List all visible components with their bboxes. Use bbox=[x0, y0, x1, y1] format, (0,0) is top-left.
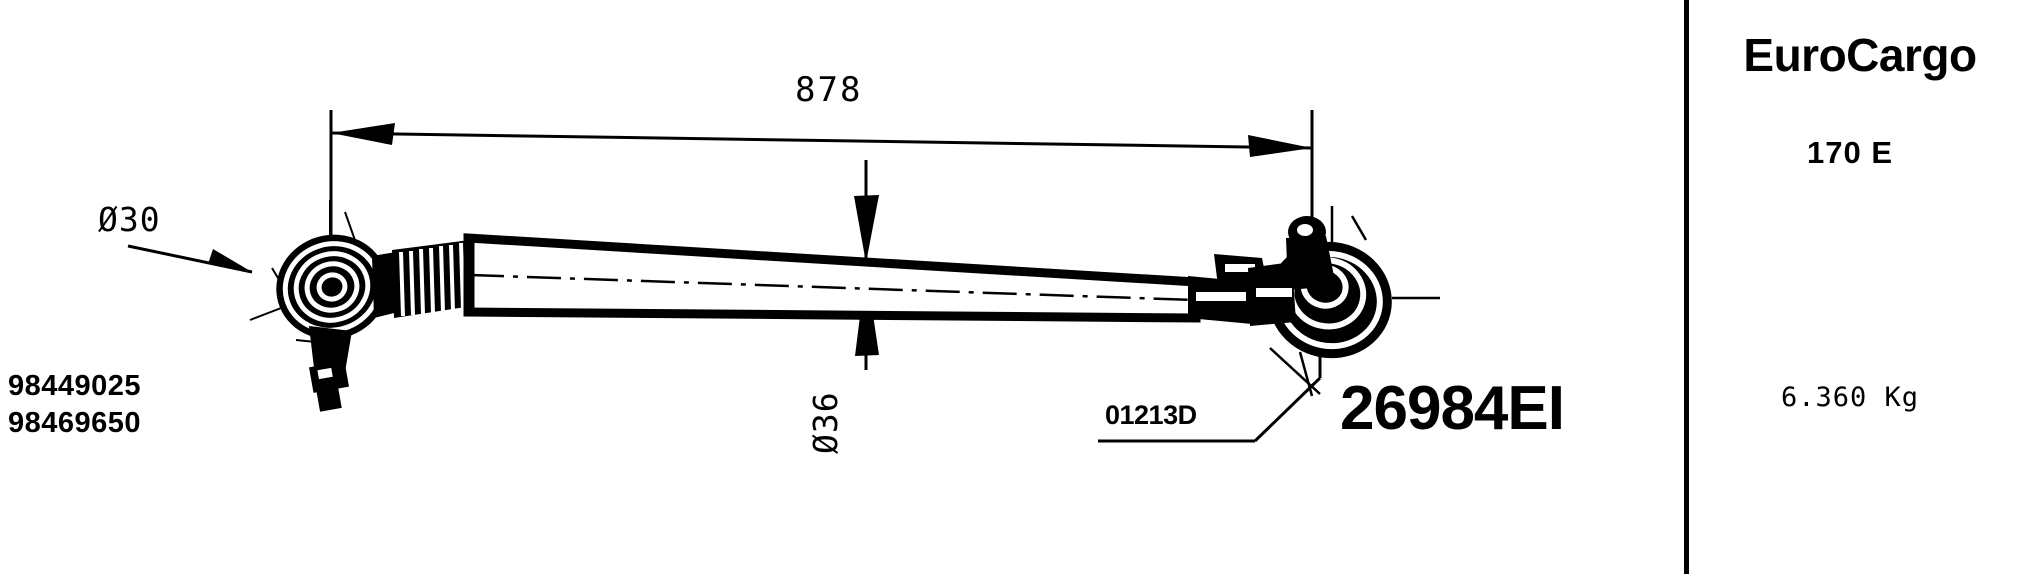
dimension-label-overall-length: 878 bbox=[795, 70, 863, 110]
dimension-label-stud-diameter: Ø30 bbox=[98, 200, 161, 239]
right-ball-joint bbox=[1248, 206, 1440, 397]
vehicle-model-variant: 170 E bbox=[1806, 135, 1893, 170]
tie-rod-assembly-drawing bbox=[127, 110, 1440, 443]
reference-code-label: 01213D bbox=[1105, 400, 1197, 430]
part-weight-value: 6.360 Kg bbox=[1780, 382, 1920, 413]
dimension-label-tube-diameter: Ø36 bbox=[806, 391, 845, 454]
tie-rod-tube bbox=[463, 233, 1201, 323]
dimension-overall-length bbox=[329, 110, 1314, 262]
leader-stud-diameter bbox=[127, 244, 253, 274]
drawing-code-label: 26984EI bbox=[1340, 374, 1565, 443]
vehicle-model-name: EuroCargo bbox=[1743, 29, 1977, 81]
panel-divider bbox=[1684, 0, 1689, 574]
part-number-list: 98449025 98469650 bbox=[8, 368, 141, 442]
left-ball-joint bbox=[276, 234, 398, 412]
rubber-boot-bellows bbox=[392, 240, 472, 318]
part-number-primary: 98449025 bbox=[8, 370, 142, 402]
part-number-secondary: 98469650 bbox=[8, 407, 142, 439]
